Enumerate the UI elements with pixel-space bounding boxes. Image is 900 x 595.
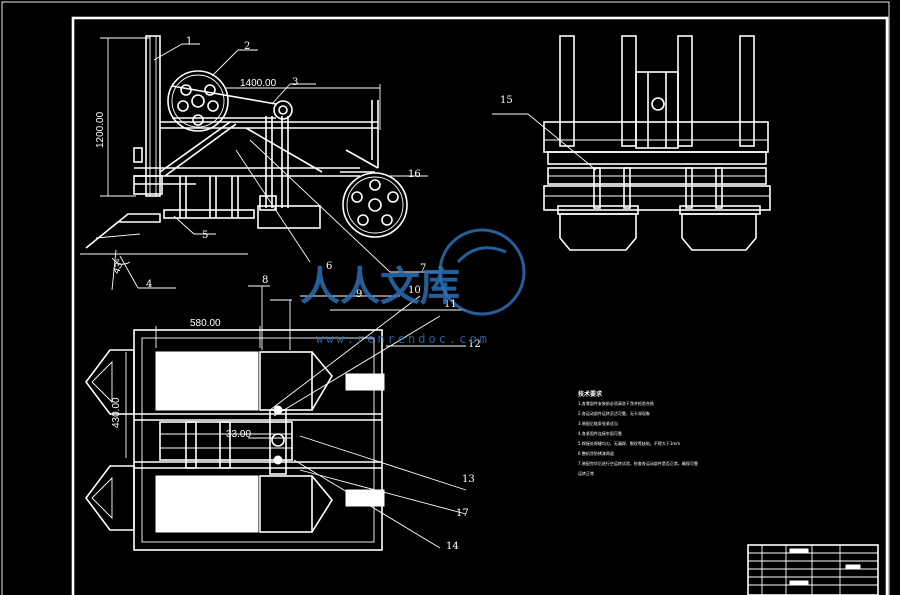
top-view [85, 285, 467, 551]
front-view [492, 35, 771, 251]
part-label-4: 4 [146, 279, 153, 290]
inner-border [71, 16, 889, 595]
part-label-10: 10 [408, 285, 421, 296]
dim-width-430: 430.00 [111, 397, 122, 428]
part-label-16: 16 [408, 169, 421, 180]
dim-width-580: 580.00 [190, 318, 221, 329]
dim-33: 33.00 [226, 429, 252, 440]
part-label-6: 6 [326, 261, 333, 272]
tech-note-line: 4.各紧固件连接牢固可靠 [578, 431, 622, 436]
watermark-url: www.renrendoc.com [316, 332, 490, 346]
part-label-9: 9 [356, 289, 363, 300]
tech-note-line: 1.各零部件安装前必须清洗干净并检验合格 [578, 401, 654, 406]
part-label-14: 14 [446, 541, 459, 552]
part-label-11: 11 [444, 299, 457, 310]
tech-note-line: 3.装配后链条张紧适当 [578, 421, 618, 426]
title-block [747, 544, 879, 595]
tech-note-line: 2.各运动部件运转灵活可靠，无卡滞现象 [578, 411, 650, 416]
part-label-1: 1 [186, 36, 193, 47]
watermark-logo-text: 人人文库 [300, 264, 460, 310]
tech-notes-heading: 技术要求 [578, 391, 603, 398]
tech-note-line: 7.装配完毕后进行空运转试验，检查各运动部件是否正常，确保可靠 [578, 461, 698, 466]
dim-width-1400: 1400.00 [240, 78, 277, 89]
tech-note-line: 5.焊接处焊缝均匀，无漏焊、裂纹等缺陷，不得大于1mm [578, 441, 681, 446]
part-label-12: 12 [468, 339, 481, 350]
part-label-15: 15 [500, 95, 513, 106]
dim-height-1200: 1200.00 [95, 111, 106, 148]
part-label-13: 13 [462, 474, 475, 485]
tech-note-line: 运转正常 [578, 471, 594, 476]
part-label-3: 3 [292, 77, 299, 88]
watermark-logo [438, 228, 526, 316]
part-label-5: 5 [202, 230, 209, 241]
part-label-17: 17 [456, 508, 469, 519]
part-label-8: 8 [262, 275, 269, 286]
tech-notes: 技术要求 1.各零部件安装前必须清洗干净并检验合格 2.各运动部件运转灵活可靠，… [578, 390, 698, 479]
part-label-7: 7 [420, 263, 427, 274]
part-label-2: 2 [244, 41, 251, 52]
tech-note-line: 6.整机涂防锈漆两道 [578, 451, 614, 456]
side-view [80, 35, 438, 291]
